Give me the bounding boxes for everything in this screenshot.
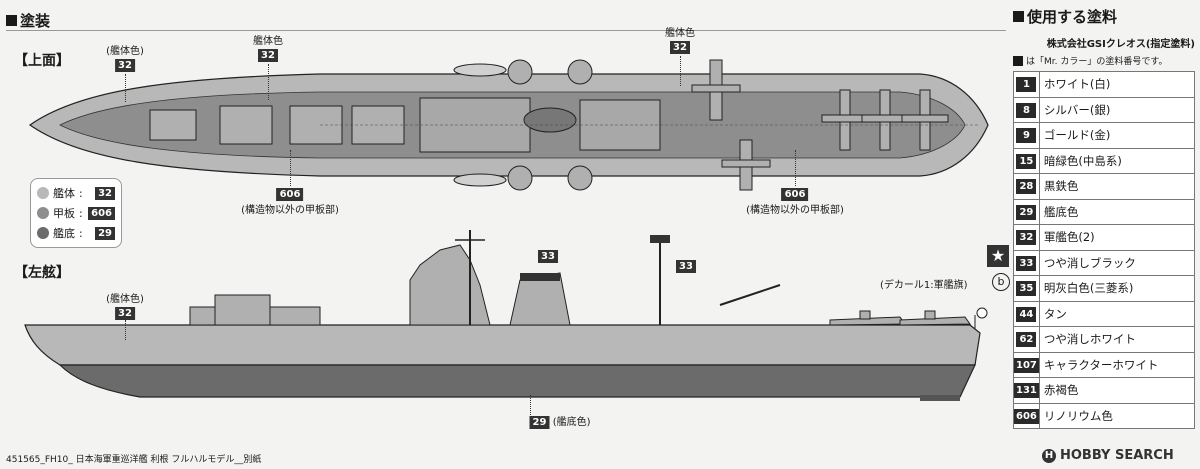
leader-line bbox=[795, 150, 796, 186]
paint-code: 107 bbox=[1014, 357, 1039, 373]
paint-name: キャラクターホワイト bbox=[1038, 351, 1196, 378]
legend-row-hull: 艦体: 32 bbox=[37, 183, 115, 203]
leader-line bbox=[268, 64, 269, 100]
paint-name: 黒鉄色 bbox=[1038, 173, 1196, 200]
paint-name: 艦底色 bbox=[1038, 198, 1196, 225]
paints-panel-title: 使用する塗料 bbox=[1013, 6, 1195, 27]
decal-marker: b bbox=[992, 273, 1010, 291]
side-view-label: 【左舷】 bbox=[14, 265, 70, 281]
paint-name: ホワイト(白) bbox=[1038, 71, 1196, 98]
paint-code: 32 bbox=[1016, 230, 1037, 246]
paint-name: つや消しホワイト bbox=[1038, 326, 1196, 353]
paint-code: 15 bbox=[1016, 153, 1037, 169]
paint-code: 29 bbox=[1016, 204, 1037, 220]
brand-watermark: H HOBBY SEARCH bbox=[1042, 448, 1174, 463]
leader-line bbox=[125, 74, 126, 102]
square-bullet-icon bbox=[1013, 55, 1023, 66]
ship-top-view bbox=[28, 59, 989, 191]
paint-code: 1 bbox=[1016, 77, 1037, 93]
callout-top-deck-aft: 606 (構造物以外の甲板部) bbox=[746, 188, 844, 216]
paint-name: シルバー(銀) bbox=[1038, 96, 1196, 123]
square-bullet-icon bbox=[6, 15, 17, 26]
paint-code: 62 bbox=[1016, 332, 1037, 348]
paint-name: 明灰白色(三菱系) bbox=[1038, 275, 1196, 302]
leader-line bbox=[290, 150, 291, 186]
legend-row-deck: 甲板: 606 bbox=[37, 203, 115, 223]
leader-line bbox=[530, 395, 531, 415]
paints-panel: 使用する塗料 株式会社GSIクレオス(指定塗料) は「Mr. カラー」の塗料番号… bbox=[1013, 6, 1196, 429]
leader-line bbox=[680, 56, 681, 86]
callout-top-mid-hull: 艦体色 32 bbox=[253, 36, 283, 62]
paint-note: は「Mr. カラー」の塗料番号です。 bbox=[1013, 54, 1195, 67]
callout-side-bottom: 29 (艦底色) bbox=[529, 413, 591, 429]
painting-section-title: 塗装 bbox=[6, 10, 50, 31]
paint-code: 35 bbox=[1016, 281, 1037, 297]
paint-code: 606 bbox=[1014, 408, 1039, 424]
legend-row-bottom: 艦底: 29 bbox=[37, 223, 115, 243]
color-legend: 艦体: 32 甲板: 606 艦底: 29 bbox=[30, 178, 122, 248]
bottom-swatch-icon bbox=[37, 227, 49, 239]
hobby-search-logo-icon: H bbox=[1042, 448, 1056, 463]
paint-code: 33 bbox=[1016, 255, 1037, 271]
hull-swatch-icon bbox=[37, 187, 49, 199]
callout-side-mast: 33 bbox=[676, 258, 696, 273]
star-flag-icon: ★ bbox=[987, 245, 1009, 267]
footer-text: 451565_FH10_ 日本海軍重巡洋艦 利根 フルハルモデル__別紙 bbox=[6, 455, 262, 465]
paint-name: 赤褐色 bbox=[1038, 377, 1196, 404]
paint-code: 44 bbox=[1016, 306, 1037, 322]
paint-name: 軍艦色(2) bbox=[1038, 224, 1196, 251]
top-view-label: 【上面】 bbox=[14, 53, 70, 69]
leader-line bbox=[125, 320, 126, 340]
ship-side-view bbox=[24, 230, 988, 401]
paint-code: 131 bbox=[1014, 383, 1039, 399]
paint-code: 9 bbox=[1016, 128, 1037, 144]
callout-side-funnel: 33 bbox=[538, 248, 558, 263]
deck-swatch-icon bbox=[37, 207, 49, 219]
paint-name: タン bbox=[1038, 300, 1196, 327]
callout-top-stern-hull: 艦体色 32 bbox=[665, 28, 695, 54]
paint-code: 28 bbox=[1016, 179, 1037, 195]
paint-name: リノリウム色 bbox=[1038, 402, 1196, 429]
divider bbox=[6, 30, 1006, 31]
paint-code: 8 bbox=[1016, 102, 1037, 118]
square-bullet-icon bbox=[1013, 11, 1024, 22]
paint-name: つや消しブラック bbox=[1038, 249, 1196, 276]
paint-name: 暗緑色(中島系) bbox=[1038, 147, 1196, 174]
callout-top-deck-forward: 606 (構造物以外の甲板部) bbox=[241, 188, 339, 216]
paint-maker: 株式会社GSIクレオス(指定塗料) bbox=[1046, 39, 1195, 50]
paint-name: ゴールド(金) bbox=[1038, 122, 1196, 149]
decal-note: (デカール1:軍艦旗) bbox=[880, 280, 968, 291]
callout-side-hull: (艦体色) 32 bbox=[106, 294, 144, 320]
callout-top-bow-hull: (艦体色) 32 bbox=[106, 46, 144, 72]
